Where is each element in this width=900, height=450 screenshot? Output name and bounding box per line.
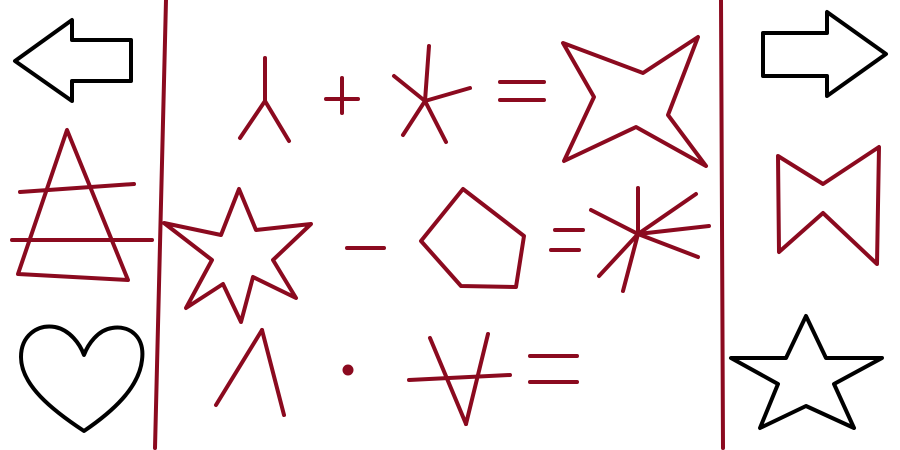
heart-icon bbox=[19, 324, 145, 433]
option-star[interactable] bbox=[729, 314, 884, 430]
next-arrow-button[interactable] bbox=[761, 10, 888, 98]
inverted-v-symbol bbox=[214, 328, 286, 417]
star-burst-lines-symbol bbox=[589, 186, 711, 293]
answer-slot[interactable] bbox=[595, 330, 705, 430]
star-outline-icon bbox=[729, 314, 884, 430]
cross-line-top bbox=[18, 182, 136, 194]
option-heart[interactable] bbox=[19, 324, 145, 433]
row-3 bbox=[214, 328, 705, 430]
bowtie-icon bbox=[776, 145, 881, 266]
equals-operator-2 bbox=[549, 228, 585, 252]
option-triangle-crossed[interactable] bbox=[10, 128, 154, 282]
divider-lines bbox=[153, 0, 725, 450]
plus-operator bbox=[324, 76, 360, 115]
left-divider bbox=[153, 0, 168, 450]
row-1 bbox=[238, 35, 708, 168]
six-point-star-symbol bbox=[162, 187, 313, 324]
y-fork-symbol bbox=[238, 56, 291, 143]
crossed-triangle-symbol bbox=[407, 332, 512, 426]
dot-operator bbox=[342, 364, 354, 376]
pentagon-symbol bbox=[419, 187, 526, 289]
four-point-star-symbol bbox=[561, 35, 708, 168]
row-2 bbox=[162, 186, 711, 324]
left-arrow-icon bbox=[13, 18, 133, 103]
asterisk-star-symbol bbox=[392, 44, 472, 144]
equals-operator bbox=[498, 80, 546, 102]
right-arrow-icon bbox=[761, 10, 888, 98]
triangle-icon bbox=[16, 128, 130, 282]
right-divider bbox=[719, 0, 725, 450]
prev-arrow-button[interactable] bbox=[13, 18, 133, 103]
option-bowtie[interactable] bbox=[776, 145, 881, 266]
equals-operator-3 bbox=[528, 354, 579, 384]
